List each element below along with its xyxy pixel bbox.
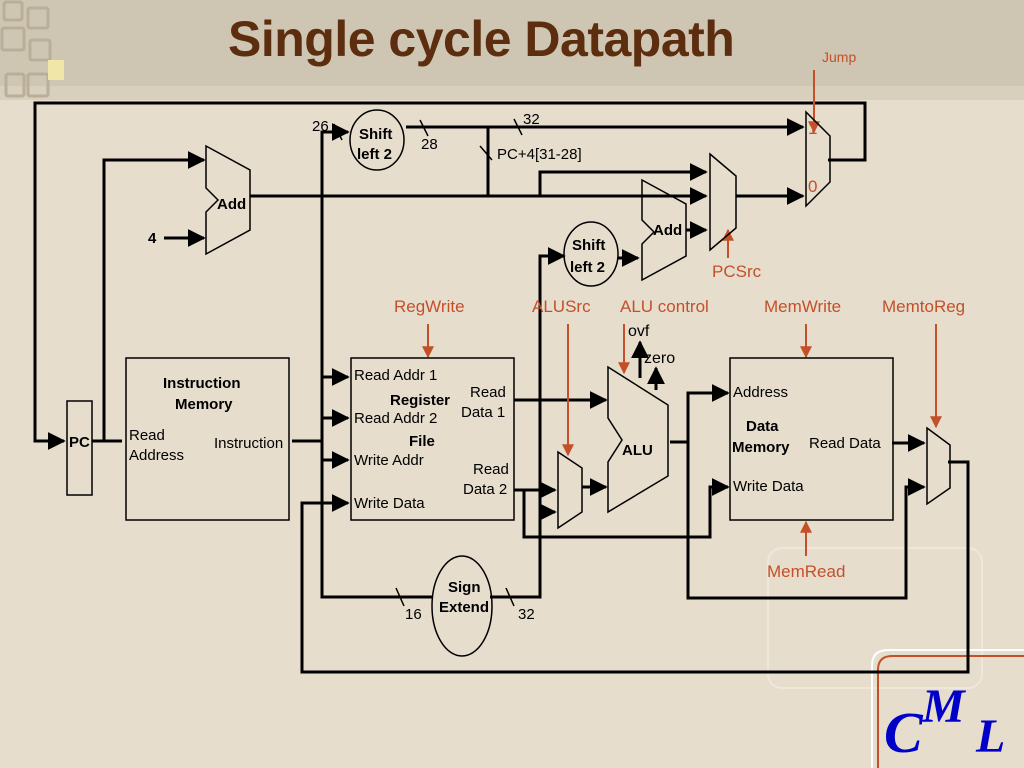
instruction-memory-instruction: Instruction [214,435,283,452]
instruction-memory-read-2: Address [129,447,184,464]
pc-label: PC [69,434,90,451]
wires [33,101,970,674]
width-16: 16 [405,606,422,623]
sign-extend [431,555,493,657]
register-file-read-data-2a: Read [473,461,509,478]
register-file-read-data-2b: Data 2 [463,481,507,498]
decorative-square-filled [48,60,64,80]
jump-control-label: Jump [822,49,856,65]
decorative-squares [0,0,52,98]
logo-frame-accent-2 [871,649,1024,768]
add-branch-unit [641,178,687,282]
register-file-read-addr-2: Read Addr 2 [354,410,437,427]
add-top-label: Add [217,196,246,213]
logo-frame [767,547,983,689]
alusrc-mux [557,450,583,530]
register-file-title-1: Register [390,392,450,409]
alusrc-label: ALUSrc [532,297,591,316]
alu-zero: zero [644,350,675,367]
width-26: 26 [312,118,329,135]
data-memory-read-data: Read Data [809,435,881,452]
data-memory [729,357,894,521]
instruction-memory-read-1: Read [129,427,165,444]
register-file-read-data-1a: Read [470,384,506,401]
register-file-read-data-1b: Data 1 [461,404,505,421]
data-memory-title-1: Data [746,418,779,435]
pcsrc-control-label: PCSrc [712,262,762,281]
instruction-memory-title-2: Memory [175,396,233,413]
shift-left-mid-1: Shift [572,237,605,254]
instruction-memory-title-1: Instruction [163,375,241,392]
memwrite-label: MemWrite [764,297,841,316]
pc-upper-bits: PC+4[31-28] [497,146,582,163]
slide-title: Single cycle Datapath [228,11,735,67]
register-file-title-2: File [409,433,435,450]
alu-control-label: ALU control [620,297,709,316]
add-branch-label: Add [653,222,682,239]
memtoreg-mux [926,426,951,506]
pcsrc-mux [709,152,737,252]
logo-letter-c: C [884,700,924,765]
shift-left-mid-2: left 2 [570,259,605,276]
width-32-sign: 32 [518,606,535,623]
sign-extend-2: Extend [439,599,489,616]
memtoreg-label: MemtoReg [882,297,965,316]
instruction-memory [125,357,290,521]
data-memory-title-2: Memory [732,439,790,456]
logo-frame-accent [877,655,1024,768]
title-band [0,0,1024,86]
title-rule [0,86,1024,100]
logo-letter-m: M [921,680,967,733]
jump-mux [805,110,831,208]
shift-left-top-2: left 2 [357,146,392,163]
pc-register [66,400,93,496]
alu-unit [607,365,669,514]
bus-width-ticks [333,118,523,607]
register-file-read-addr-1: Read Addr 1 [354,367,437,384]
data-memory-write-data: Write Data [733,478,804,495]
register-file [350,357,515,521]
data-memory-address: Address [733,384,788,401]
width-28: 28 [421,136,438,153]
add-top-unit [205,144,251,256]
alu-ovf: ovf [628,323,650,340]
control-signals [422,70,942,556]
memread-label: MemRead [767,562,845,581]
shift-left-top [349,109,405,171]
width-32-top: 32 [523,111,540,128]
jump-mux-input-1: 1 [808,119,817,138]
logo-letter-l: L [975,710,1005,763]
jump-mux-input-0: 0 [808,177,817,196]
regwrite-label: RegWrite [394,297,465,316]
cml-logo: C M L [884,680,1005,765]
sign-extend-1: Sign [448,579,481,596]
shift-left-top-1: Shift [359,126,392,143]
constant-four: 4 [148,230,157,247]
alu-label: ALU [622,442,653,459]
register-file-write-addr: Write Addr [354,452,424,469]
register-file-write-data: Write Data [354,495,425,512]
shift-left-mid [563,221,619,287]
